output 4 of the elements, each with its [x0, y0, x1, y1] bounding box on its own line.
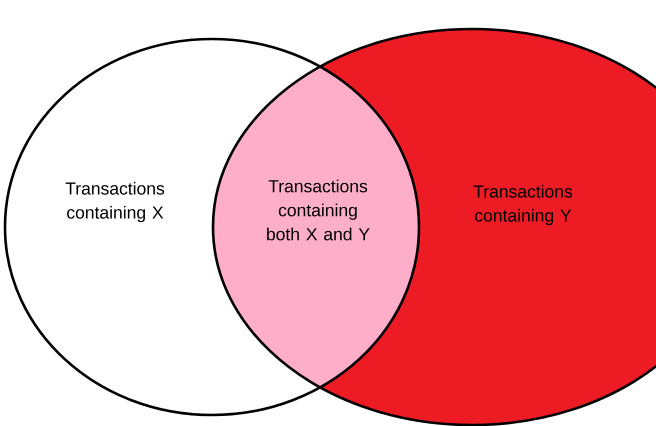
region-label: Transactions containing X [66, 182, 164, 222]
region-label: Transactions containing both X and Y [267, 180, 370, 240]
venn-circle [4, 38, 420, 416]
region-label: Transactions containing Y [474, 184, 572, 226]
